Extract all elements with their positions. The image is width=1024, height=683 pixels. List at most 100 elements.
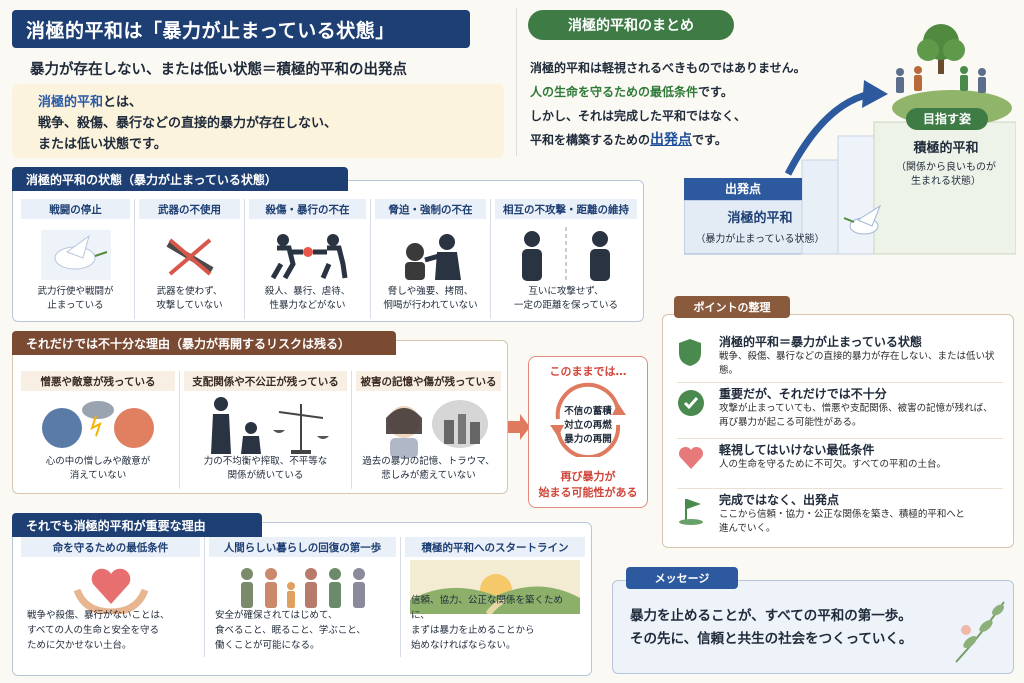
reason-card-title: 憎悪や敵意が残っている: [21, 371, 175, 391]
message-line1: 暴力を止めることが、すべての平和の第一歩。: [630, 608, 912, 624]
message-tag: メッセージ: [626, 567, 738, 589]
points-tag: ポイントの整理: [674, 296, 790, 318]
state-card-l1: 武力行使や戦闘が: [37, 286, 114, 297]
point-item: 軽視してはいけない最低条件人の生命を守るために不可欠。すべての平和の土台。: [677, 439, 1003, 489]
risk-l2: 始まる可能性がある: [538, 486, 638, 499]
point-item: 重要だが、それだけでは不十分攻撃が止まっていても、憎悪や支配関係、被害の記憶が残…: [677, 383, 1003, 439]
start-title: 消極的平和: [727, 210, 792, 226]
summary-line3: しかし、それは完成した平和ではなく、: [530, 109, 747, 123]
message-text: 暴力を止めることが、すべての平和の第一歩。 その先に、信頼と共生の社会をつくって…: [630, 605, 912, 651]
definition-box: 消極的平和とは、 戦争、殺傷、暴行などの直接的暴力が存在しない、 または低い状態…: [12, 84, 504, 158]
point-desc: ここから信頼・協力・公正な関係を築き、積極的平和へと: [719, 509, 965, 520]
summary-line1: 消極的平和は軽視されるべきものではありません。: [530, 61, 806, 75]
state-card-l1: 互いに攻撃せず、: [528, 286, 604, 297]
point-desc: 攻撃が止まっていても、憎悪や支配関係、被害の記憶が残れば、: [719, 403, 993, 414]
cycle-step: 不信の蓄積: [564, 406, 612, 417]
family-icon: [240, 568, 365, 608]
threat-icon: [404, 234, 461, 280]
start-tag: 出発点: [725, 181, 761, 196]
start-sub: （暴力が止まっている状態）: [695, 232, 824, 245]
reason-card-l1: 心の中の憎しみや敵意が: [45, 456, 151, 467]
domination-scales-icon: [210, 397, 329, 454]
state-card-l1: 殺人、暴行、虐待、: [264, 286, 351, 297]
tree-icon: [917, 24, 965, 74]
summary-highlight: 人の生命を守るための最低条件: [530, 85, 699, 99]
people-icon: [896, 66, 986, 93]
important-card-title: 積極的平和へのスタートライン: [405, 537, 585, 557]
important-card: 積極的平和へのスタートライン 信頼、協力、公正な関係を築くために、まずは暴力を止…: [401, 537, 589, 657]
definition-suffix: とは、: [103, 95, 143, 110]
state-card-l2: 性暴力などがない: [269, 300, 346, 311]
page-subtitle: 暴力が存在しない、または低い状態＝積極的平和の出発点: [30, 62, 407, 78]
summary-line4-prefix: 平和を構築するための: [530, 133, 651, 147]
divider: [516, 8, 517, 156]
heart-icon: [678, 446, 704, 469]
risk-box: このままでは… 不信の蓄積 対立の再燃 暴力の再開 再び暴力が 始まる可能性があ…: [528, 356, 648, 508]
definition-line2: 戦争、殺傷、暴行などの直接的暴力が存在しない、: [38, 116, 338, 131]
start-tag-bg: [684, 178, 802, 200]
trauma-icon: [385, 400, 488, 458]
state-heading: 消極的平和の状態（暴力が止まっている状態）: [12, 167, 348, 191]
summary-line4-suffix: です。: [692, 133, 727, 147]
state-card-l1: 武器を使わず、: [156, 286, 223, 297]
message-line2: その先に、信頼と共生の社会をつくっていく。: [630, 631, 913, 647]
message-box: [612, 580, 1014, 674]
flag-icon: [679, 499, 703, 525]
point-desc: 人の生命を守るために不可欠。すべての平和の土台。: [719, 459, 946, 470]
state-card: 戦闘の停止 武力行使や戦闘が止まっている: [17, 199, 135, 319]
state-card-l2: 一定の距離を保っている: [513, 300, 619, 311]
reason-card-l2: 悲しみが癒えていない: [381, 470, 476, 481]
cycle-arrows-icon: [550, 382, 626, 460]
reason-card-title: 被害の記憶や傷が残っている: [356, 371, 501, 391]
important-card-l2: まずは暴力を止めることから: [411, 625, 535, 636]
page-title: 消極的平和は「暴力が止まっている状態」: [12, 10, 470, 48]
cycle-step: 暴力の再開: [564, 434, 612, 445]
risk-title: このままでは…: [549, 365, 627, 378]
reason-card: 支配関係や不公正が残っている 力の不均衡や搾取、不平等な関係が続いている: [179, 371, 351, 489]
no-weapon-icon: [165, 238, 214, 276]
important-card-l1: 信頼、協力、公正な関係を築くために、: [411, 595, 564, 621]
state-card-l2: 攻撃していない: [156, 300, 223, 311]
important-card-l2: すべての人の生命と安全を守る: [27, 625, 159, 636]
summary-line2-suffix: です。: [698, 85, 733, 99]
goal-tag: 目指す姿: [923, 111, 971, 126]
state-card-title: 脅迫・強制の不在: [375, 199, 486, 219]
state-card-l2: 止まっている: [47, 300, 104, 311]
important-card-title: 人間らしい暮らしの回復の第一歩: [209, 537, 396, 557]
important-card-l3: 始めなければならない。: [411, 640, 516, 651]
important-card-l2: 食べること、眠ること、学ぶこと、: [215, 625, 366, 636]
definition-line3: または低い状態です。: [38, 137, 167, 152]
point-title: 完成ではなく、出発点: [719, 493, 840, 507]
definition-term: 消極的平和: [38, 95, 104, 110]
state-card: 相互の不攻撃・距離の維持 互いに攻撃せず、一定の距離を保っている: [491, 199, 641, 319]
reason-card-l2: 消えていない: [69, 470, 127, 481]
dove-icon: [843, 204, 882, 235]
reason-card-l2: 関係が続いている: [227, 470, 304, 481]
summary-tag: 消極的平和のまとめ: [528, 10, 734, 40]
reason-card-title: 支配関係や不公正が残っている: [184, 371, 347, 391]
state-card-title: 殺傷・暴行の不在: [249, 199, 366, 219]
important-card-l1: 安全が確保されてはじめて、: [215, 610, 338, 621]
point-desc-2: 進んでいく。: [719, 523, 776, 534]
important-card: 命を守るための最低条件 戦争や殺傷、暴行がないことは、すべての人の生命と安全を守…: [17, 537, 205, 657]
state-section: 消極的平和の状態（暴力が止まっている状態） 戦闘の停止 武力行使や戦闘が止まって…: [12, 167, 644, 322]
hatred-icon: [42, 401, 154, 448]
reason-card: 憎悪や敵意が残っている 心の中の憎しみや敵意が消えていない: [17, 371, 179, 489]
check-circle-icon: [678, 390, 704, 416]
reason-card-l1: 過去の暴力の記憶、トラウマ、: [362, 456, 495, 467]
summary-starting-point: 出発点: [650, 132, 693, 148]
important-card-l3: 働くことが可能になる。: [215, 640, 320, 651]
dove-icon: [40, 230, 111, 280]
distance-icon: [522, 227, 610, 283]
reasons-heading: それだけでは不十分な理由（暴力が再開するリスクは残る）: [12, 331, 396, 355]
state-card-title: 相互の不攻撃・距離の維持: [495, 199, 637, 219]
goal-sub2: 生まれる状態）: [911, 174, 981, 187]
point-title: 軽視してはいけない最低条件: [719, 443, 875, 457]
fight-icon: [270, 234, 347, 280]
goal-tag-bg: [906, 108, 988, 130]
state-card-l1: 脅しや強要、拷問、: [387, 286, 474, 297]
points-box: 消極的平和＝暴力が止まっている状態戦争、殺傷、暴行などの直接的暴力が存在しない、…: [662, 314, 1014, 548]
important-heading: それでも消極的平和が重要な理由: [12, 513, 262, 537]
goal-sub1: （関係から良いものが: [896, 160, 996, 173]
reasons-section: それだけでは不十分な理由（暴力が再開するリスクは残る） 憎悪や敵意が残っている …: [12, 331, 508, 494]
